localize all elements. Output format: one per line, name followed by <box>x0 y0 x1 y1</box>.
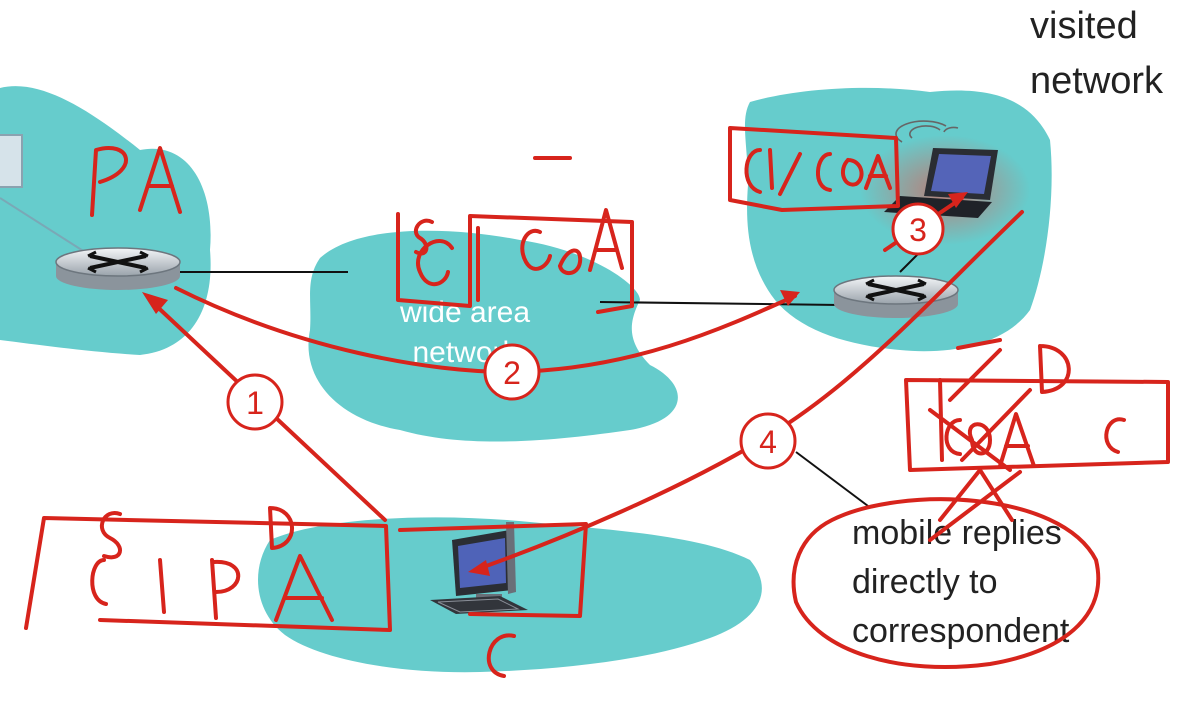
svg-text:3: 3 <box>909 212 927 248</box>
handwritten-annotation-visited-ccoa <box>728 126 900 212</box>
handwritten-annotation-reply-packet <box>904 338 1170 542</box>
step-3-marker: 3 <box>891 202 945 256</box>
wide-area-network-cloud <box>308 230 678 442</box>
callout-line3: correspondent <box>852 612 1070 650</box>
svg-text:2: 2 <box>503 355 521 391</box>
router-icon-home <box>55 247 181 290</box>
step-1-marker: 1 <box>226 373 284 431</box>
step-4-marker: 4 <box>739 412 797 470</box>
visited-network-label-line2: network <box>1030 60 1164 102</box>
callout-line2: directly to <box>852 563 998 601</box>
handwritten-annotation-correspondent-packet <box>24 506 588 678</box>
handwritten-callout-circle <box>791 497 1101 670</box>
home-network-cloud <box>0 86 211 356</box>
svg-text:1: 1 <box>246 385 264 421</box>
laptop-icon-home <box>0 134 89 255</box>
link-wan-visited-router <box>599 301 841 306</box>
callout-pointer <box>795 451 869 507</box>
svg-text:4: 4 <box>759 424 777 460</box>
visited-network-label-line1: visited <box>1030 5 1138 47</box>
handwritten-annotation-home-pa <box>90 146 182 217</box>
correspondent-network-cloud <box>258 517 762 673</box>
handwritten-annotation-wan-packet <box>396 156 634 314</box>
router-icon-visited <box>833 275 959 318</box>
step-2-marker: 2 <box>483 343 541 401</box>
